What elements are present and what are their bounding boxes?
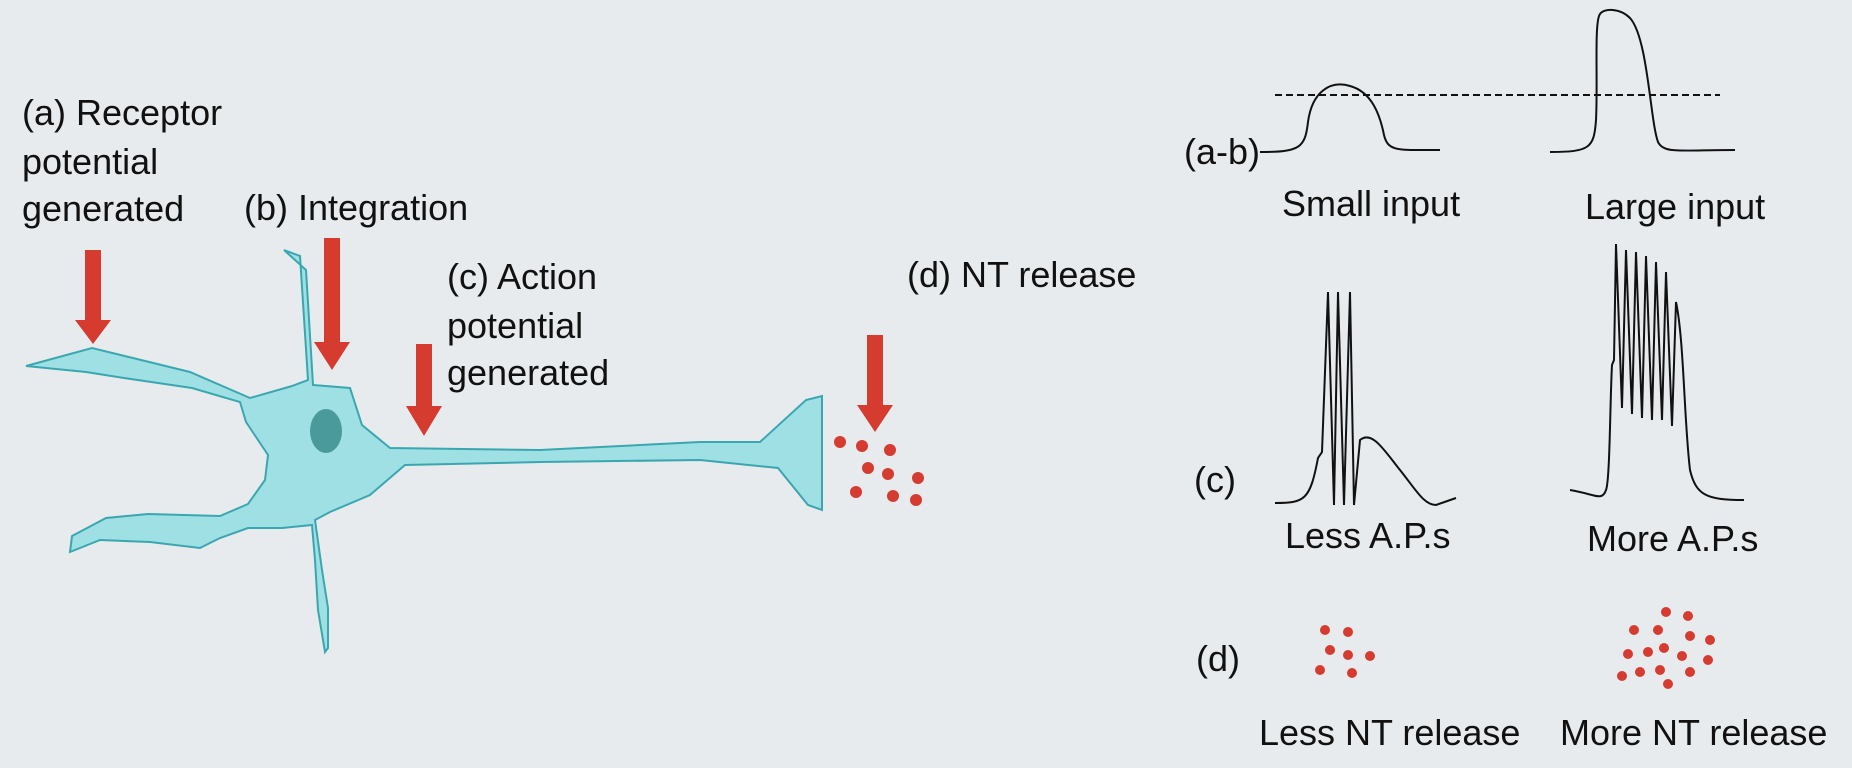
arrow-c (406, 344, 442, 436)
neuron-cell (25, 249, 823, 655)
more-nt-dots (1617, 607, 1715, 689)
less-aps-trace (1274, 291, 1457, 507)
row-d-label: (d) (1196, 638, 1240, 679)
more-aps-label: More A.P.s (1587, 518, 1759, 559)
label-d: (d) NT release (907, 254, 1137, 295)
arrow-d (857, 335, 893, 432)
large-input-trace (1549, 8, 1736, 153)
label-c-line1: (c) Action (447, 256, 598, 297)
label-c-line2: potential (447, 305, 584, 346)
label-c-line3: generated (447, 352, 610, 393)
row-c-label: (c) (1194, 459, 1236, 500)
row-ab-label: (a-b) (1184, 131, 1261, 172)
label-a-line3: generated (22, 188, 185, 229)
less-aps-label: Less A.P.s (1285, 515, 1451, 556)
more-aps-trace (1569, 243, 1745, 501)
more-nt-label: More NT release (1560, 712, 1828, 753)
label-b: (b) Integration (244, 187, 469, 228)
label-a-line2: potential (22, 141, 159, 182)
small-input-trace (1259, 83, 1441, 153)
small-input-label: Small input (1282, 183, 1461, 224)
label-a-line1: (a) Receptor (22, 92, 223, 133)
less-nt-dots (1315, 625, 1375, 678)
arrow-b (314, 238, 350, 370)
less-nt-label: Less NT release (1259, 712, 1521, 753)
arrows (75, 238, 893, 436)
large-input-label: Large input (1585, 186, 1766, 227)
arrow-a (75, 250, 111, 344)
nucleus (310, 409, 342, 453)
released-vesicles (834, 436, 924, 506)
